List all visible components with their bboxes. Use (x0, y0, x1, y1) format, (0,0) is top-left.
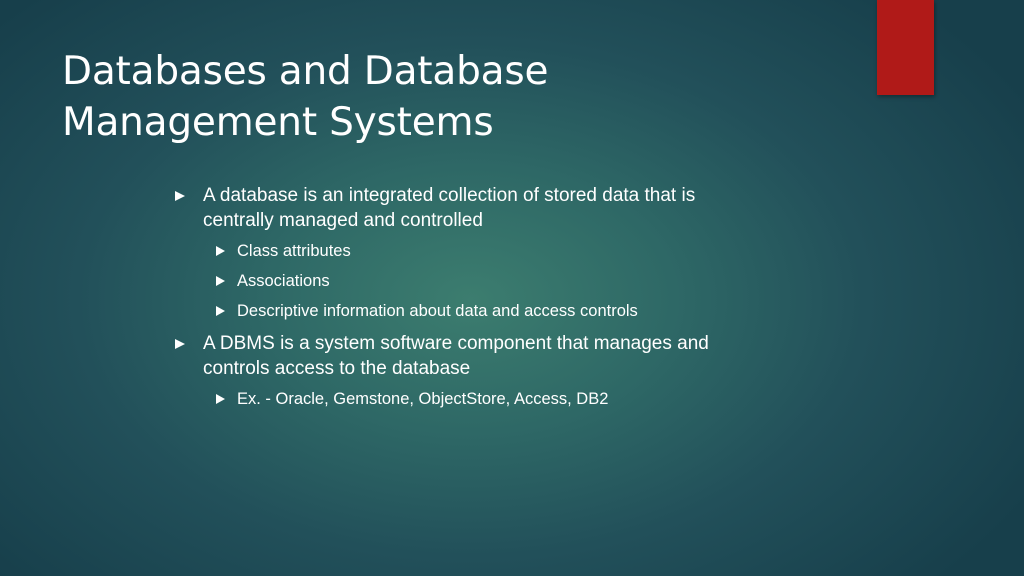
sub-bullet-text: Descriptive information about data and a… (237, 302, 638, 320)
sub-bullet-text: Associations (237, 272, 330, 290)
triangle-bullet-icon (216, 246, 225, 256)
triangle-bullet-icon (175, 191, 185, 201)
triangle-bullet-icon (175, 339, 185, 349)
sub-bullet-text: Ex. - Oracle, Gemstone, ObjectStore, Acc… (237, 390, 609, 408)
sub-bullet-list: Class attributes Associations Descriptiv… (203, 239, 872, 323)
slide-title: Databases and Database Management System… (62, 46, 822, 148)
bullet-text-line: A DBMS is a system software component th… (203, 333, 709, 354)
triangle-bullet-icon (216, 306, 225, 316)
accent-tab (877, 0, 934, 95)
bullet-list: A database is an integrated collection o… (172, 183, 872, 419)
triangle-bullet-icon (216, 394, 225, 404)
sub-bullet-item: Descriptive information about data and a… (203, 299, 872, 323)
bullet-text: A database is an integrated collection o… (203, 183, 872, 233)
slide-title-line: Management Systems (62, 100, 494, 145)
sub-bullet-item: Ex. - Oracle, Gemstone, ObjectStore, Acc… (203, 387, 872, 411)
slide-title-line: Databases and Database (62, 49, 549, 94)
bullet-item: A DBMS is a system software component th… (172, 331, 872, 411)
bullet-item: A database is an integrated collection o… (172, 183, 872, 323)
sub-bullet-item: Associations (203, 269, 872, 293)
bullet-text-line: centrally managed and controlled (203, 210, 483, 231)
triangle-bullet-icon (216, 276, 225, 286)
sub-bullet-text: Class attributes (237, 242, 351, 260)
sub-bullet-list: Ex. - Oracle, Gemstone, ObjectStore, Acc… (203, 387, 872, 411)
sub-bullet-item: Class attributes (203, 239, 872, 263)
bullet-text-line: A database is an integrated collection o… (203, 185, 696, 206)
bullet-text-line: controls access to the database (203, 358, 471, 379)
bullet-text: A DBMS is a system software component th… (203, 331, 872, 381)
